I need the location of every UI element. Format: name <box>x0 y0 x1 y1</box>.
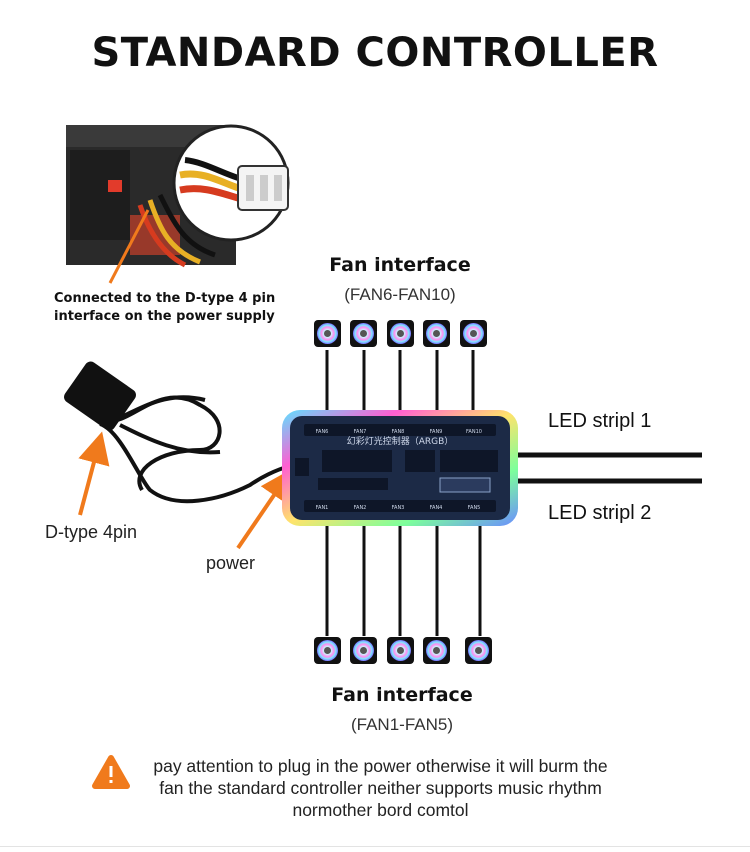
fan-icon <box>350 320 377 347</box>
fan-top-title: Fan interface <box>329 254 471 276</box>
page-title: STANDARD CONTROLLER <box>91 30 659 76</box>
power-supply-image <box>66 124 290 268</box>
top-fan-group <box>314 320 487 412</box>
bottom-divider <box>0 846 750 847</box>
fan-bottom-range: (FAN1-FAN5) <box>350 715 454 734</box>
bottom-fan-group <box>314 520 492 664</box>
fan-icon <box>423 320 450 347</box>
dtype-label: D-type 4pin <box>45 522 138 542</box>
port-label: FAN6 <box>316 429 329 435</box>
fan-icon <box>460 320 487 347</box>
led-strip-1-label: LED stripl 1 <box>548 410 652 432</box>
fan-bottom-title: Fan interface <box>331 684 473 706</box>
port-label: FAN3 <box>392 505 405 511</box>
psu-pointer-arrow <box>108 209 150 284</box>
fan-top-range: (FAN6-FAN10) <box>344 285 456 304</box>
port-label: FAN10 <box>466 429 482 435</box>
psu-note-line: Connected to the D-type 4 pin <box>54 291 276 306</box>
power-pointer-arrow <box>236 468 293 550</box>
port-label: FAN1 <box>316 505 329 511</box>
psu-note-line: interface on the power supply <box>54 309 275 324</box>
warning-line: pay attention to plug in the power other… <box>153 756 608 776</box>
psu-note: Connected to the D-type 4 pin interface … <box>54 290 294 326</box>
port-label: FAN4 <box>430 505 443 511</box>
warning-text: pay attention to plug in the power other… <box>128 755 633 821</box>
fan-icon <box>465 637 492 664</box>
fan-icon <box>350 637 377 664</box>
power-label: power <box>206 553 256 573</box>
controller-heading: 幻彩灯光控制器（ARGB） <box>347 435 454 447</box>
led-strips <box>515 452 702 484</box>
fan-icon <box>314 320 341 347</box>
fan-icon <box>314 637 341 664</box>
warning-line: normother bord comtol <box>292 800 469 820</box>
port-label: FAN9 <box>430 429 443 435</box>
argb-controller <box>282 410 518 526</box>
warning-line: fan the standard controller neither supp… <box>159 778 602 798</box>
warning-icon <box>92 755 130 789</box>
port-label: FAN5 <box>468 505 481 511</box>
port-label: FAN8 <box>392 429 405 435</box>
fan-icon <box>423 637 450 664</box>
fan-icon <box>387 637 414 664</box>
led-strip-2-label: LED stripl 2 <box>548 502 652 524</box>
dtype-pointer-arrow <box>78 431 110 516</box>
port-label: FAN7 <box>354 429 367 435</box>
fan-icon <box>387 320 414 347</box>
dtype-connector <box>64 361 291 504</box>
port-label: FAN2 <box>354 505 367 511</box>
